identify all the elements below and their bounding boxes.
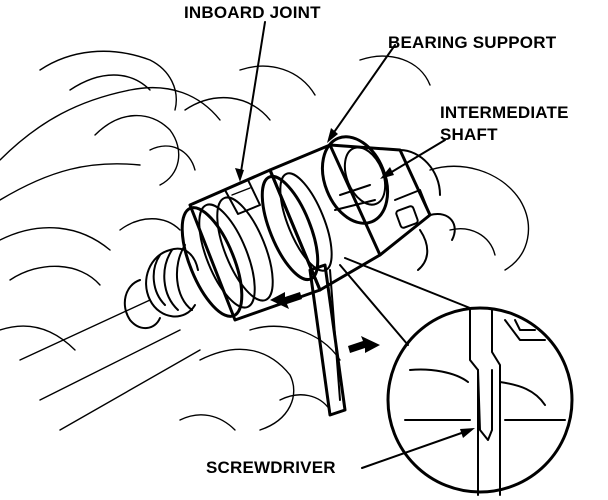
arrow-left-icon: [270, 292, 302, 309]
label-inboard-joint: INBOARD JOINT: [184, 3, 321, 22]
label-intermediate: INTERMEDIATE: [440, 103, 569, 122]
arrow-right-icon: [348, 336, 380, 353]
label-bearing-support: BEARING SUPPORT: [388, 33, 557, 52]
intermediate-shaft: [320, 135, 456, 271]
drive-shaft-boot: [123, 244, 199, 329]
label-shaft: SHAFT: [440, 125, 498, 144]
detail-magnifier: [339, 257, 574, 496]
leader-lines: [235, 21, 475, 469]
screwdriver-shaft: [308, 263, 347, 417]
label-screwdriver: SCREWDRIVER: [206, 458, 336, 477]
background-sketch: [0, 50, 530, 431]
